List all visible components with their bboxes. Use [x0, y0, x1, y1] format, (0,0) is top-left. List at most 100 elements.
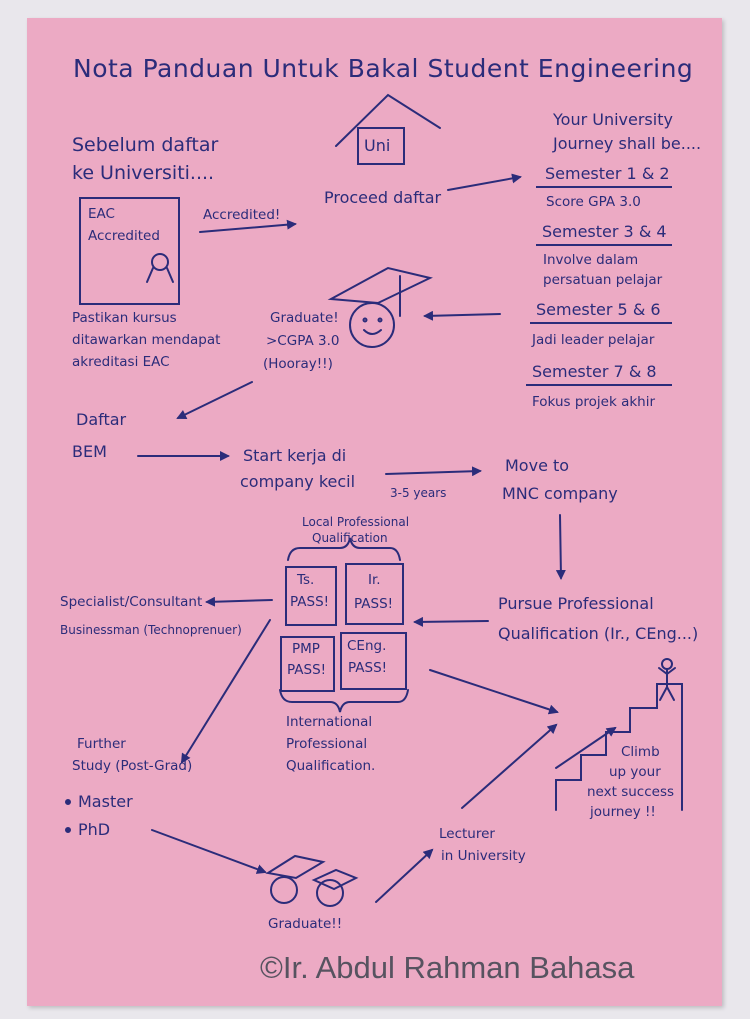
stairs — [555, 683, 683, 811]
lecturer-line2: in University — [441, 848, 526, 864]
eac-line2: Accredited — [88, 228, 160, 244]
pursue-to-quals-arrow — [413, 616, 489, 627]
graduate-to-lecturer-arrow — [375, 848, 434, 903]
mnc-line2: MNC company — [502, 484, 618, 503]
intl-pq-line3: Qualification. — [286, 758, 376, 774]
qual-ir-line1: Ir. — [368, 572, 381, 588]
eac-certificate — [79, 197, 180, 305]
semester-5-6-note: Jadi leader pelajar — [532, 332, 655, 348]
mnc-to-pursue-arrow — [555, 514, 566, 580]
specialist-line2: Businessman (Technoprenuer) — [60, 623, 242, 637]
eac-line1: EAC — [88, 206, 115, 222]
daftar-bem-line1: Daftar — [76, 410, 127, 429]
house-body — [357, 127, 405, 165]
house-roof — [335, 93, 441, 147]
further-study-line2: Study (Post-Grad) — [72, 758, 193, 774]
accredited-arrow — [199, 219, 297, 233]
semester-to-graduate-arrow — [423, 310, 501, 321]
qual-box-ceng — [340, 632, 407, 690]
intl-bracket — [279, 689, 409, 713]
accredited-label: Accredited! — [203, 207, 281, 223]
local-pq-line1: Local Professional — [302, 515, 410, 529]
intl-pq-line2: Professional — [286, 736, 368, 752]
pursue-line2: Qualification (Ir., CEng...) — [498, 624, 699, 643]
quals-to-specialist-arrow — [205, 596, 273, 607]
graduate-line3: (Hooray!!) — [263, 356, 333, 372]
uni-label: Uni — [364, 136, 391, 155]
stick-figure — [658, 667, 676, 701]
graduate-face — [349, 302, 395, 348]
qual-pmp-line1: PMP — [292, 641, 320, 657]
semester-1-2-note: Score GPA 3.0 — [546, 194, 641, 210]
proceed-label: Proceed daftar — [324, 188, 442, 207]
eac-note-line1: Pastikan kursus — [72, 310, 177, 326]
graduate-to-bem-arrow — [176, 381, 253, 419]
further-study-master: Master — [78, 792, 133, 811]
quals-to-study-arrow — [180, 619, 271, 764]
eac-medal-ribbon — [146, 267, 174, 283]
further-study-phd: PhD — [78, 820, 111, 839]
eac-note-line3: akreditasi EAC — [72, 354, 170, 370]
copyright-watermark: ©Ir. Abdul Rahman Bahasa — [260, 950, 635, 985]
years-label: 3-5 years — [390, 486, 447, 500]
start-work-line2: company kecil — [240, 472, 356, 491]
specialist-line1: Specialist/Consultant — [60, 594, 203, 610]
pink-paper — [27, 18, 722, 1006]
qual-box-ir — [345, 563, 404, 625]
semester-7-8-underline — [526, 384, 672, 386]
local-pq-line2: Qualification — [312, 531, 388, 545]
before-register-line1: Sebelum daftar — [72, 134, 219, 156]
climb-line3: next success — [587, 784, 675, 800]
semester-3-4-note-line2: persatuan pelajar — [543, 272, 663, 288]
intl-pq-line1: International — [286, 714, 373, 730]
semester-1-2: Semester 1 & 2 — [545, 164, 670, 183]
graduate-line2: >CGPA 3.0 — [266, 333, 340, 349]
before-register-line2: ke Universiti.... — [72, 162, 215, 184]
journey-heading-line2: Journey shall be.... — [553, 134, 702, 153]
semester-5-6-underline — [530, 322, 672, 324]
journey-heading-line1: Your University — [553, 110, 673, 129]
qual-ceng-line2: PASS! — [348, 660, 388, 676]
proceed-arrow — [447, 173, 522, 191]
lecturer-line1: Lecturer — [439, 826, 495, 842]
pursue-line1: Pursue Professional — [498, 594, 654, 613]
semester-7-8: Semester 7 & 8 — [532, 362, 657, 381]
qual-ts-line2: PASS! — [290, 594, 330, 610]
semester-3-4-underline — [536, 244, 672, 246]
graduation-cap — [327, 266, 433, 305]
qual-ir-line2: PASS! — [354, 596, 394, 612]
climb-line4: journey !! — [590, 804, 656, 820]
start-work-line1: Start kerja di — [243, 446, 347, 465]
semester-3-4: Semester 3 & 4 — [542, 222, 667, 241]
qual-pmp-line2: PASS! — [287, 662, 327, 678]
semester-3-4-note-line1: Involve dalam — [543, 252, 639, 268]
qual-box-pmp — [280, 636, 335, 692]
semester-7-8-note: Fokus projek akhir — [532, 394, 656, 410]
phd-to-graduate-arrow — [151, 829, 267, 874]
daftar-bem-line2: BEM — [72, 442, 107, 461]
qual-ceng-line1: CEng. — [347, 638, 387, 654]
graduate-final-label: Graduate!! — [268, 916, 343, 932]
quals-to-climb-arrow — [429, 669, 559, 715]
page-title: Nota Panduan Untuk Bakal Student Enginee… — [73, 54, 694, 83]
eac-note-line2: ditawarkan mendapat — [72, 332, 221, 348]
climb-line1: Climb — [621, 744, 660, 760]
grad1-face — [270, 876, 298, 904]
climb-line2: up your — [609, 764, 661, 780]
graduate-line1: Graduate! — [270, 310, 339, 326]
lecturer-to-climb-arrow — [461, 723, 558, 809]
stick-head — [661, 658, 673, 670]
semester-5-6: Semester 5 & 6 — [536, 300, 661, 319]
mnc-line1: Move to — [505, 456, 570, 475]
grad1-cap — [265, 854, 326, 880]
semester-1-2-underline — [536, 186, 672, 188]
grad2-face — [316, 879, 344, 907]
local-bracket — [287, 537, 401, 561]
further-study-line1: Further — [77, 736, 126, 752]
grad2-cap — [311, 868, 359, 891]
qual-box-ts — [285, 566, 337, 626]
eac-medal-circle — [151, 253, 169, 271]
work-to-mnc-arrow — [385, 466, 482, 477]
qual-ts-line1: Ts. — [297, 572, 315, 588]
